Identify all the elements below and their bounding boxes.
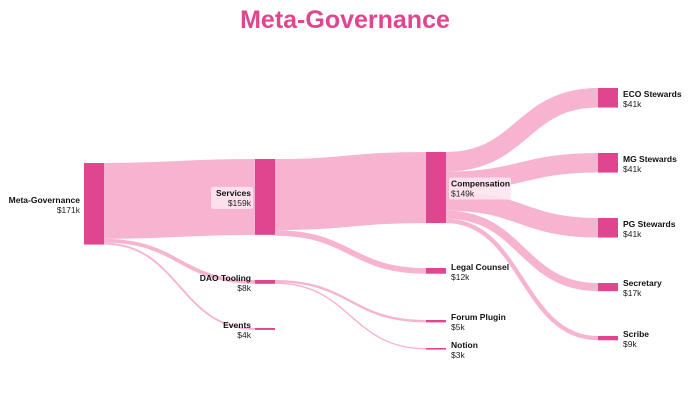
node-forum [426, 320, 446, 323]
node-comp [426, 152, 446, 224]
label-name-mg: MG Stewards [623, 154, 677, 164]
node-scribe [598, 336, 618, 341]
label-name-comp: Compensation [451, 179, 510, 189]
link-dao-notion [274, 282, 427, 350]
label-value-comp: $149k [451, 189, 475, 199]
node-notion [426, 348, 446, 350]
link-meta-events [103, 242, 256, 330]
label-value-notion: $3k [451, 350, 465, 360]
label-name-notion: Notion [451, 340, 478, 350]
label-bg-comp [449, 177, 511, 200]
node-dao [255, 280, 275, 284]
link-comp-sec [445, 210, 599, 292]
link-meta-dao [103, 238, 256, 284]
label-value-events: $4k [237, 330, 251, 340]
node-events [255, 328, 275, 330]
label-value-pg: $41k [623, 229, 642, 239]
node-eco [598, 88, 618, 108]
label-value-scribe: $9k [623, 339, 637, 349]
link-services-comp [274, 151, 427, 231]
link-comp-pg [445, 191, 599, 238]
label-bg-services [211, 186, 253, 209]
label-value-forum: $5k [451, 322, 465, 332]
sankey-links [103, 88, 599, 350]
label-value-eco: $41k [623, 99, 642, 109]
label-name-forum: Forum Plugin [451, 312, 506, 322]
label-name-meta: Meta-Governance [9, 195, 81, 205]
link-comp-scribe [445, 218, 599, 341]
node-legal [426, 268, 446, 274]
label-name-pg: PG Stewards [623, 219, 676, 229]
label-name-sec: Secretary [623, 278, 662, 288]
label-value-mg: $41k [623, 164, 642, 174]
label-name-services: Services [216, 188, 251, 198]
link-dao-forum [274, 280, 427, 323]
sankey-nodes [84, 88, 618, 350]
label-value-legal: $12k [451, 272, 470, 282]
link-comp-eco [445, 88, 599, 172]
label-name-dao: DAO Tooling [200, 273, 251, 283]
page-title: Meta-Governance [240, 6, 450, 34]
label-value-meta: $171k [57, 205, 81, 215]
label-value-services: $159k [228, 198, 252, 208]
label-value-dao: $8k [237, 283, 251, 293]
node-mg [598, 153, 618, 173]
node-pg [598, 218, 618, 238]
node-sec [598, 283, 618, 292]
label-name-legal: Legal Counsel [451, 262, 509, 272]
label-name-scribe: Scribe [623, 329, 649, 339]
link-services-legal [274, 230, 427, 274]
node-meta [84, 163, 104, 245]
label-name-eco: ECO Stewards [623, 89, 682, 99]
label-name-events: Events [223, 320, 251, 330]
label-value-sec: $17k [623, 288, 642, 298]
node-services [255, 159, 275, 235]
